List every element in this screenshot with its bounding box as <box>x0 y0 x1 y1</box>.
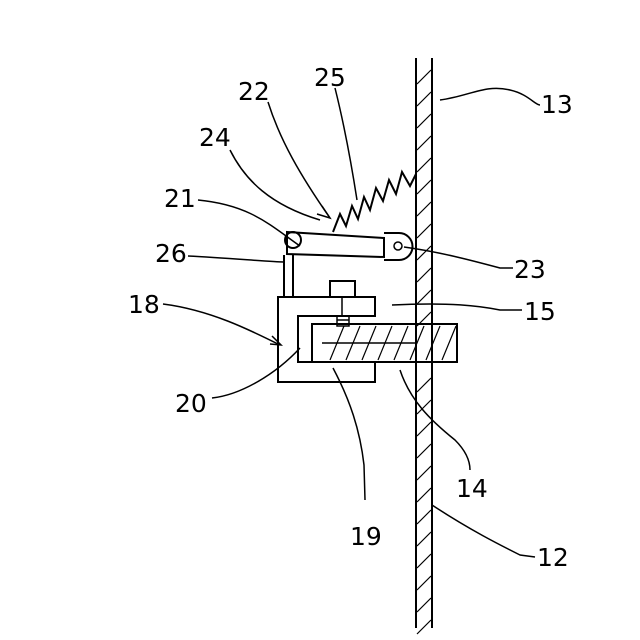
hinge-bracket <box>384 233 413 260</box>
spring <box>333 172 416 232</box>
support-posts <box>284 255 293 297</box>
label-19: 19 <box>350 522 382 551</box>
hatch-line <box>417 444 431 458</box>
label-20: 20 <box>175 389 207 418</box>
hatch-line <box>417 202 431 216</box>
clamp-body <box>278 297 375 382</box>
hatch-line <box>417 378 431 392</box>
hatch-line <box>417 488 431 502</box>
hatch-line <box>442 326 456 360</box>
hatch-line <box>417 576 431 590</box>
reference-labels: 13 25 22 24 21 26 18 20 23 15 14 19 12 <box>128 63 573 572</box>
label-15: 15 <box>524 297 556 326</box>
hatch-line <box>417 554 431 568</box>
hatch-line <box>417 290 431 304</box>
label-24: 24 <box>199 123 231 152</box>
bracket-flange <box>312 324 457 362</box>
label-12: 12 <box>537 543 569 572</box>
hatch-line <box>417 180 431 194</box>
hatch-line <box>417 268 431 282</box>
label-14: 14 <box>456 474 488 503</box>
hatch-line <box>417 466 431 480</box>
hatch-line <box>417 158 431 172</box>
label-26: 26 <box>155 239 187 268</box>
hatch-line <box>417 510 431 524</box>
lever-arm <box>285 232 384 257</box>
wall-plate <box>416 58 432 634</box>
hatch-line <box>417 422 431 436</box>
hatch-line <box>417 114 431 128</box>
hatch-line <box>417 224 431 238</box>
label-25: 25 <box>314 63 346 92</box>
label-23: 23 <box>514 255 546 284</box>
hatch-line <box>417 92 431 106</box>
hatch-line <box>417 136 431 150</box>
label-18: 18 <box>128 290 160 319</box>
label-22: 22 <box>238 77 270 106</box>
label-21: 21 <box>164 184 196 213</box>
hatch-line <box>417 70 431 84</box>
hatch-line <box>417 620 431 634</box>
hatch-line <box>417 246 431 260</box>
label-13: 13 <box>541 90 573 119</box>
hatch-line <box>417 532 431 546</box>
bolt <box>330 281 355 326</box>
hatch-line <box>417 598 431 612</box>
